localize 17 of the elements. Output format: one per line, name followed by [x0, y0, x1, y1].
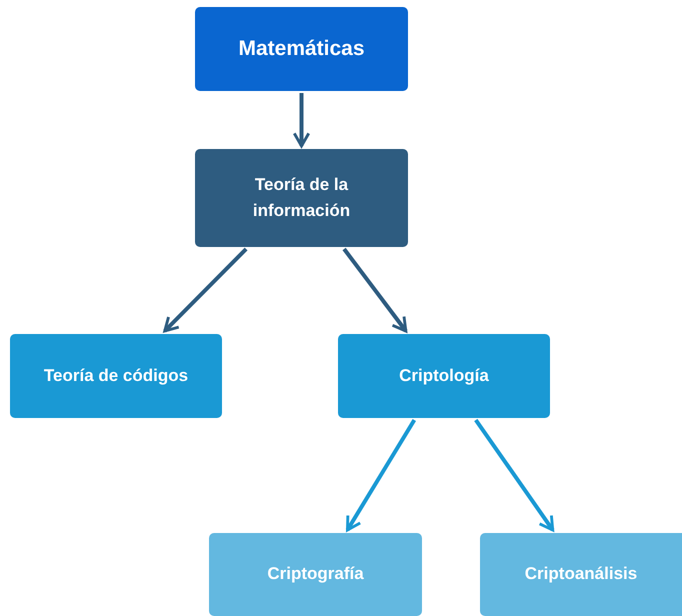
- arrow: [346, 418, 416, 532]
- topic-label: Criptología: [399, 364, 489, 387]
- topic-box: [195, 7, 408, 91]
- arrow: [342, 248, 408, 332]
- topic-box: [338, 334, 550, 418]
- topic-label: Teoría de la información: [252, 174, 352, 222]
- topic-box: [480, 533, 682, 616]
- topic-label: Matemáticas: [238, 36, 365, 62]
- arrow: [163, 248, 248, 332]
- topic-box: [10, 334, 222, 418]
- topic-label: Teoría de códigos: [44, 364, 188, 387]
- arrow: [474, 418, 554, 532]
- topic-box: [209, 533, 422, 616]
- topic-label: Criptoanálisis: [524, 563, 638, 586]
- topic-label: Criptografía: [267, 563, 364, 586]
- topic-box: [195, 149, 408, 247]
- arrow: [292, 93, 310, 148]
